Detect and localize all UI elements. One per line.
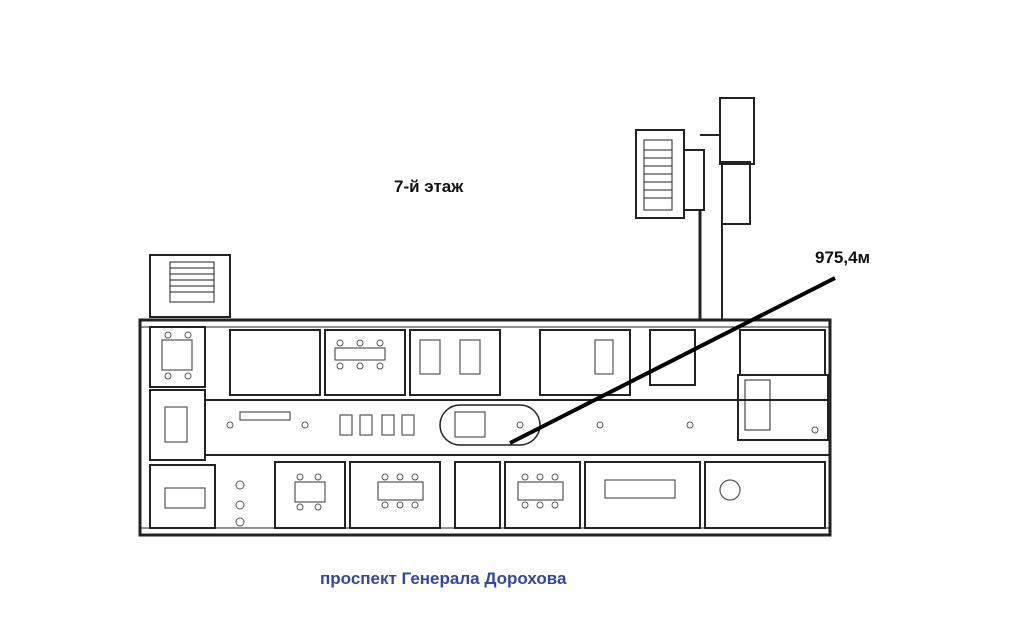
bottom-offices [274, 461, 826, 529]
right-room [737, 374, 829, 441]
area-pointer-line [509, 276, 836, 445]
furniture [161, 339, 741, 509]
stair-left [149, 254, 231, 318]
top-offices [149, 326, 826, 396]
left-offices [149, 389, 216, 529]
corridor [205, 399, 830, 456]
floor-label: 7-й этаж [394, 177, 464, 196]
street-label: проспект Генерала Дорохова [320, 569, 567, 588]
area-label: 975,4м [815, 248, 871, 267]
chairs [164, 331, 819, 527]
stair-tower [635, 97, 755, 320]
